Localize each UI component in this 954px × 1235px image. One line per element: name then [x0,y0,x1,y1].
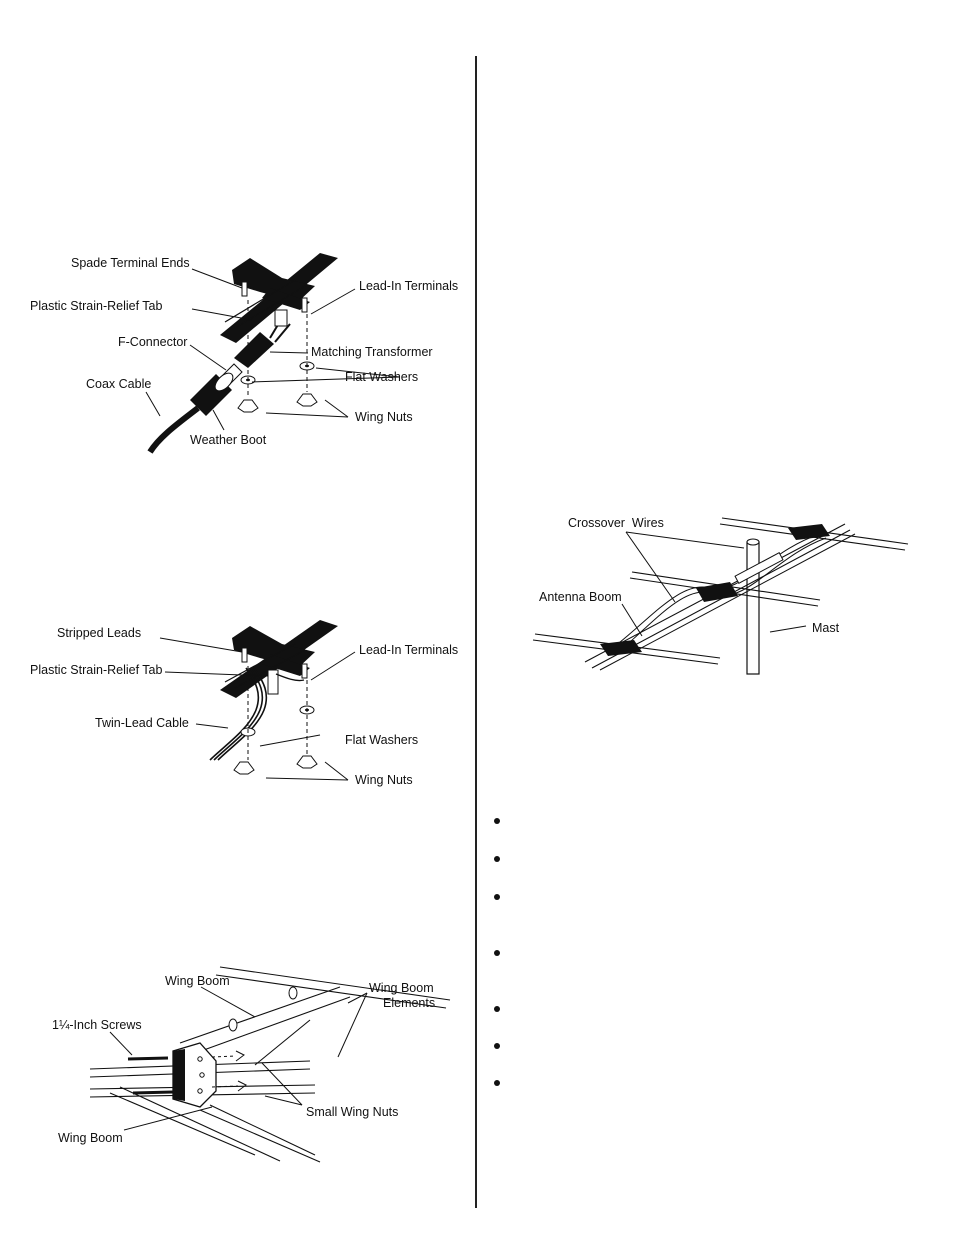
bullet-marker [494,950,502,958]
wing-boom-assembly-diagram [89,966,451,1163]
label-wing-boom-bottom: Wing Boom [58,1131,123,1145]
label-wing-boom-top: Wing Boom [165,974,230,988]
label-flat-washers: Flat Washers [345,370,419,384]
label-wing-boom-elements-line1: Wing Boom [369,981,434,995]
label-antenna-boom: Antenna Boom [539,590,622,604]
label-stripped-leads: Stripped Leads [57,626,142,640]
label-flat-washers-2: Flat Washers [345,733,419,747]
label-lead-in-terminals: Lead-In Terminals [359,279,459,293]
label-plastic-strain-relief-tab: Plastic Strain-Relief Tab [30,299,163,313]
label-matching-transformer: Matching Transformer [311,345,433,359]
label-screws: 1¼-Inch Screws [52,1018,142,1032]
bullet-marker [494,818,502,826]
label-mast: Mast [812,621,840,635]
label-spade-terminal-ends: Spade Terminal Ends [71,256,190,270]
label-f-connector: F-Connector [118,335,188,349]
label-lead-in-terminals-2: Lead-In Terminals [359,643,459,657]
label-twin-lead-cable: Twin-Lead Cable [95,716,189,730]
antenna-mast-diagram [532,517,909,675]
label-small-wing-nuts: Small Wing Nuts [306,1105,399,1119]
bullet-marker [494,1006,502,1014]
figure-wing-boom-assembly: Wing Boom Wing Boom Elements 1¼-Inch Scr… [40,965,470,1165]
label-wing-nuts: Wing Nuts [355,410,413,424]
label-coax-cable: Coax Cable [86,377,152,391]
bullet-marker [494,894,502,902]
bullet-marker [494,856,502,864]
column-divider [475,56,477,1208]
figure-antenna-mast: Crossover Wires Antenna Boom Mast [530,510,920,675]
bullet-marker [494,1043,502,1051]
label-wing-boom-elements-line2: Elements [383,996,436,1010]
figure-coax-connection: Spade Terminal Ends Plastic Strain-Relie… [20,240,470,460]
bullet-marker [494,1080,502,1088]
figure-twin-lead-connection: Stripped Leads Plastic Strain-Relief Tab… [20,610,470,795]
twin-lead-connection-diagram [159,620,356,781]
label-weather-boot: Weather Boot [190,433,267,447]
coax-connection-diagram [145,253,401,454]
label-plastic-strain-relief-tab-2: Plastic Strain-Relief Tab [30,663,163,677]
label-wing-nuts-2: Wing Nuts [355,773,413,787]
label-crossover-wires: Crossover Wires [568,516,664,530]
